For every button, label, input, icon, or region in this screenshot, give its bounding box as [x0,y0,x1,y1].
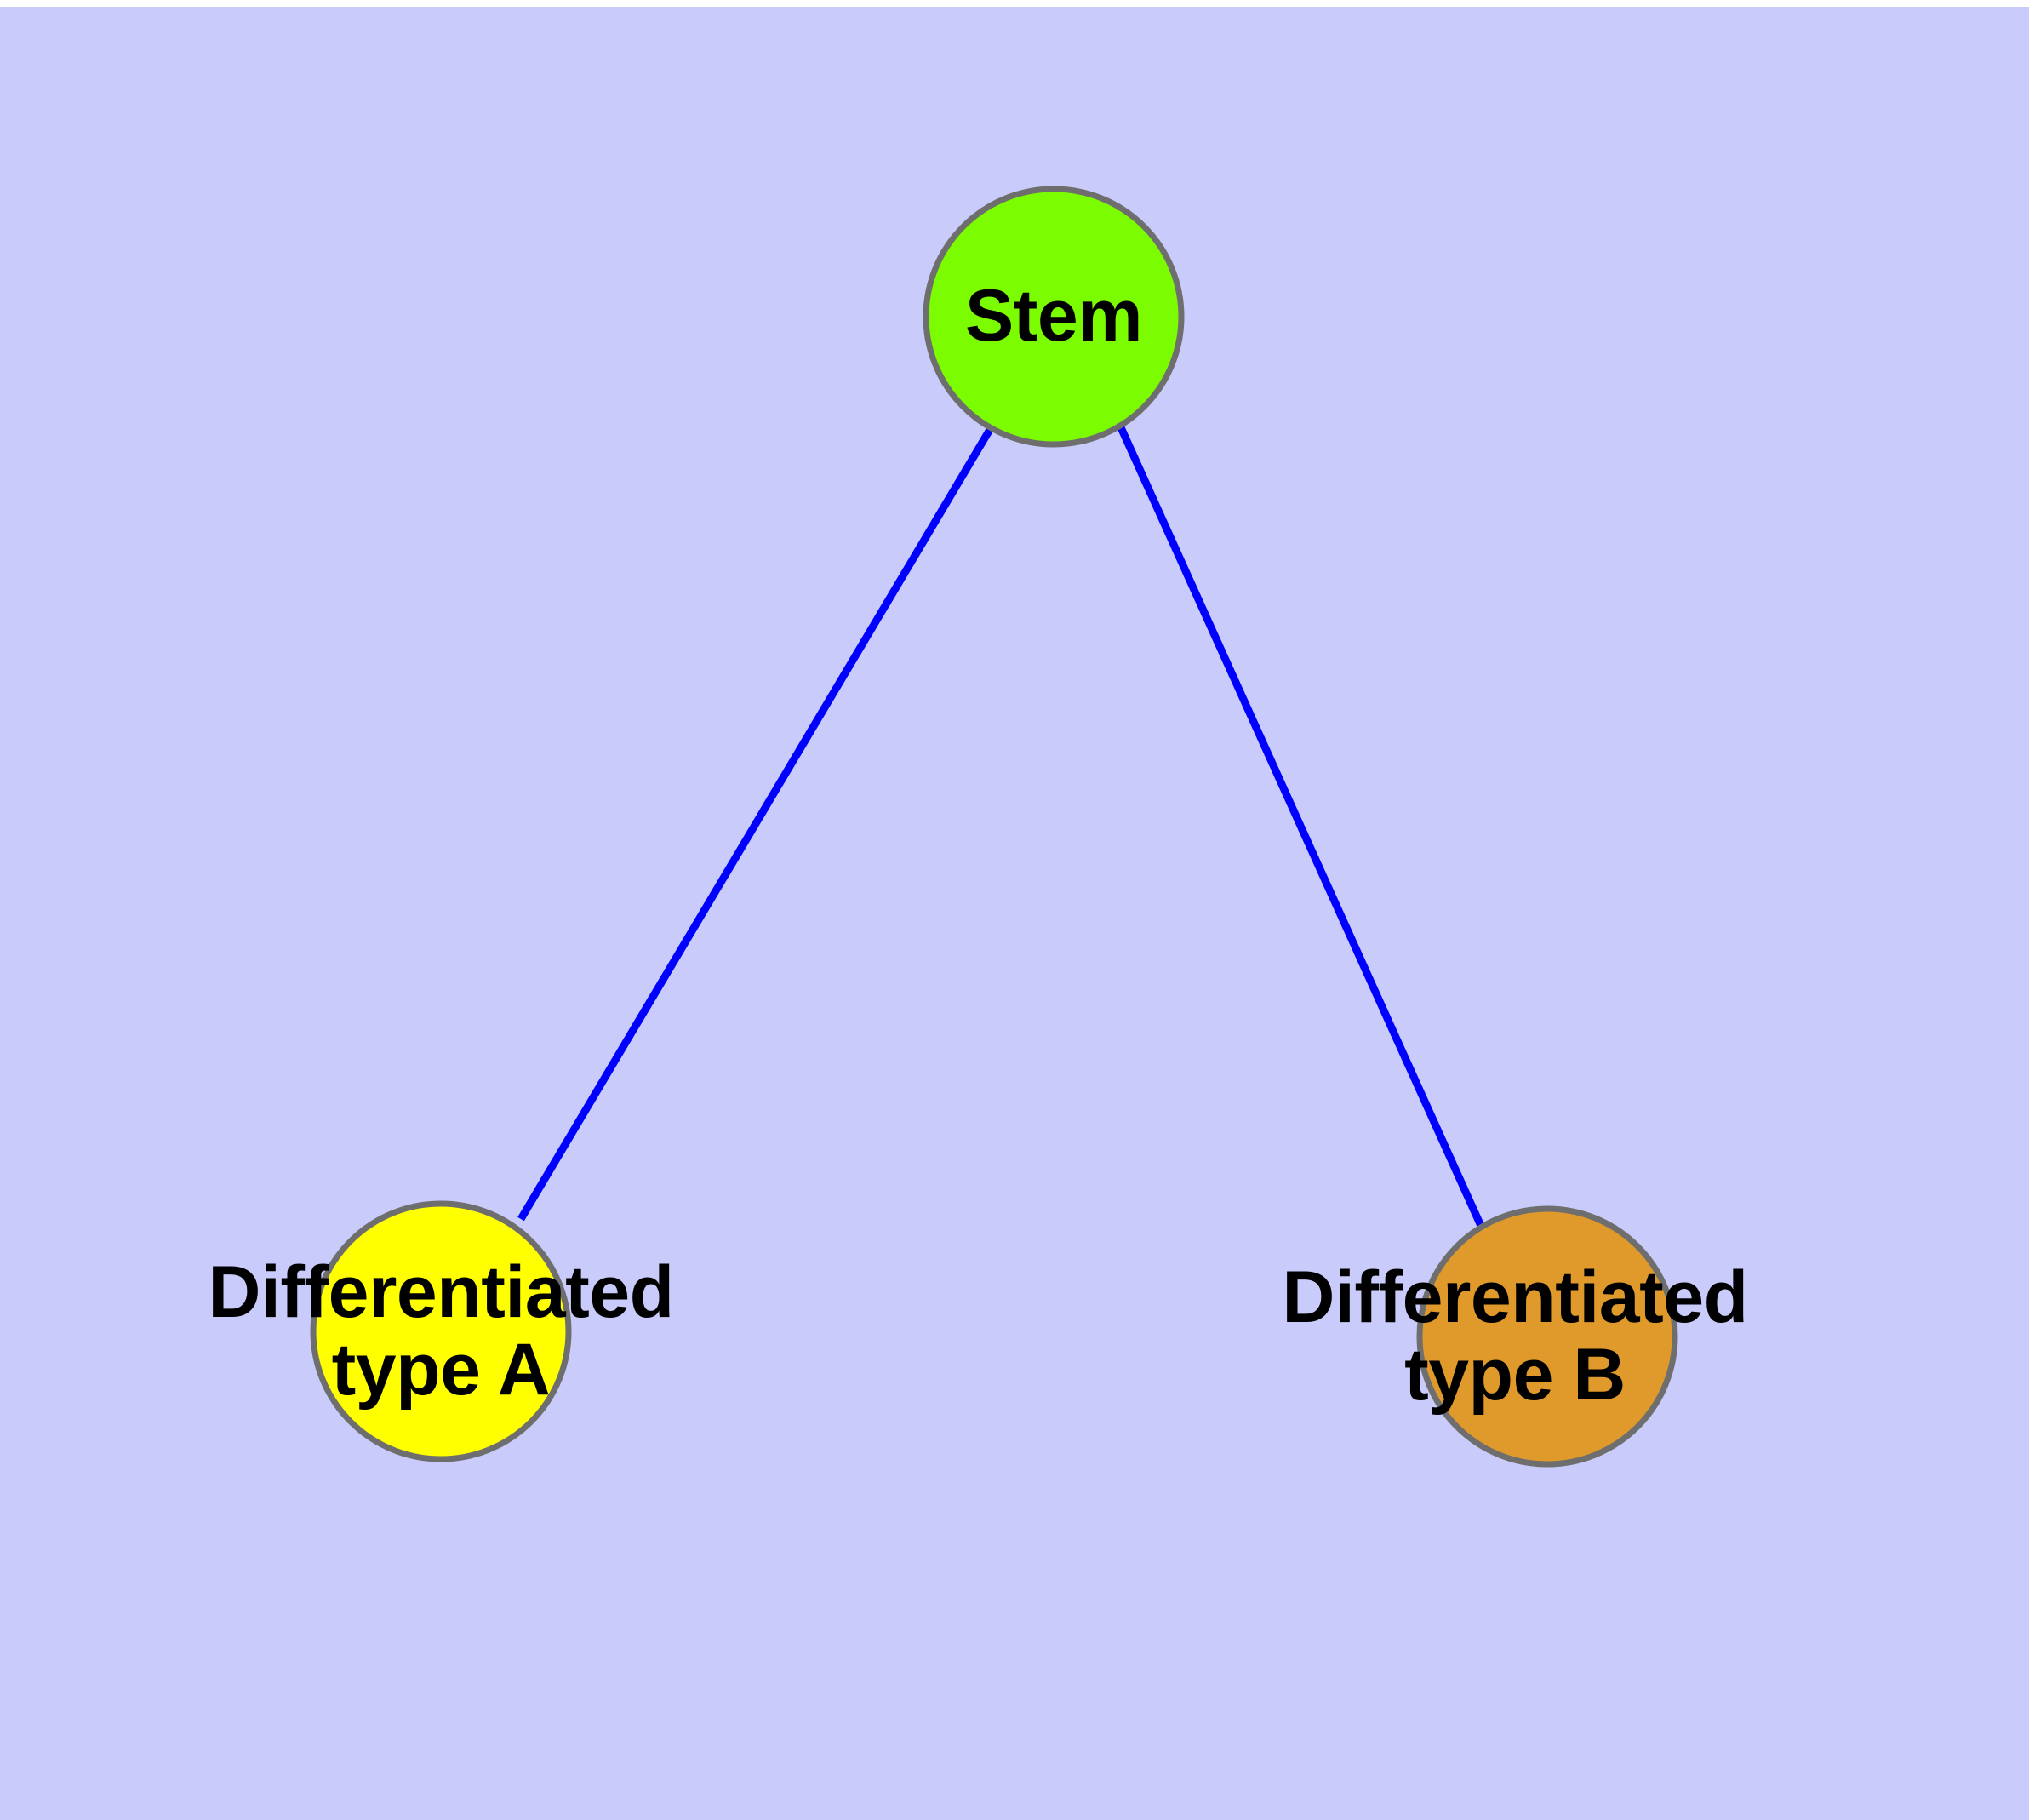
edge-stem-to-differentiated-type-b[interactable] [1116,424,1485,1228]
edge-stem-to-differentiated-type-a[interactable] [517,426,994,1222]
node-differentiated-type-b[interactable] [1416,1205,1678,1468]
edge-layer [517,424,1485,1228]
node-stem[interactable] [923,186,1185,448]
node-layer [310,186,1678,1468]
node-differentiated-type-a[interactable] [310,1200,572,1462]
